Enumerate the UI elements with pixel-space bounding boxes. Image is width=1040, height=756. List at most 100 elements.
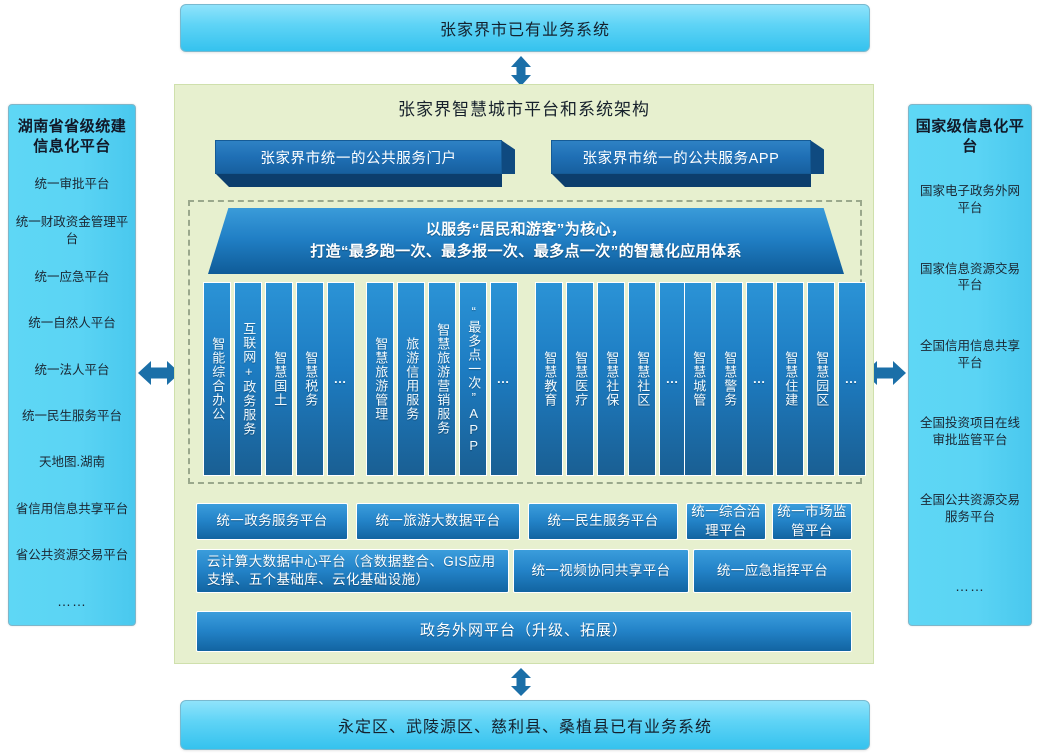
- left-rail-item[interactable]: 统一自然人平台: [28, 316, 116, 331]
- top-bar-label: 张家界市已有业务系统: [439, 22, 610, 39]
- app-column-label: 智慧旅游营销服务: [435, 323, 451, 435]
- core-slogan-banner: 以服务“居民和游客”为核心， 打造“最多跑一次、最多报一次、最多点一次”的智慧化…: [208, 208, 844, 274]
- app-column-label: 旅游信用服务: [404, 337, 420, 421]
- left-rail-item[interactable]: 统一财政资金管理平台: [15, 215, 129, 247]
- platform-统一视频协同共享平台[interactable]: 统一视频协同共享平台: [513, 549, 689, 593]
- left-rail-item[interactable]: 统一法人平台: [34, 362, 110, 377]
- platform-统一民生服务平台[interactable]: 统一民生服务平台: [528, 503, 678, 540]
- app-column-label: 互联网+政务服务: [241, 322, 257, 436]
- app-column-more-livelihood: …: [659, 282, 687, 476]
- app-column-label: 智慧医疗: [573, 351, 589, 407]
- app-column-智慧城管[interactable]: 智慧城管: [684, 282, 712, 476]
- right-rail-items: 国家电子政务外网平台 国家信息资源交易平台 全国信用信息共享平台 全国投资项目在…: [909, 162, 1031, 626]
- top-existing-systems-bar: 张家界市已有业务系统: [180, 4, 870, 52]
- center-panel-title: 张家界智慧城市平台和系统架构: [398, 100, 650, 119]
- arrow-top-vertical: [508, 56, 534, 86]
- portal-side-shade: [501, 140, 515, 174]
- left-rail-provincial-platform: 湖南省省级统建信息化平台 统一审批平台 统一财政资金管理平台 统一应急平台 统一…: [8, 104, 136, 626]
- public-service-app-button[interactable]: 张家界市统一的公共服务APP: [551, 140, 824, 187]
- left-rail-item[interactable]: 省公共资源交易平台: [15, 547, 129, 562]
- arrow-left-bidirectional: [138, 356, 180, 390]
- app-column-智慧教育[interactable]: 智慧教育: [535, 282, 563, 476]
- platform-label: 统一综合治理平台: [691, 504, 761, 538]
- app-column-智慧社区[interactable]: 智慧社区: [628, 282, 656, 476]
- portal-bottom-shade: [215, 173, 502, 187]
- app-column-智慧税务[interactable]: 智慧税务: [296, 282, 324, 476]
- platform-统一市场监管平台[interactable]: 统一市场监管平台: [772, 503, 852, 540]
- platform-统一旅游大数据平台[interactable]: 统一旅游大数据平台: [356, 503, 520, 540]
- app-column-label: 智慧警务: [722, 351, 738, 407]
- app-column-旅游信用服务[interactable]: 旅游信用服务: [397, 282, 425, 476]
- portal-label-face: 张家界市统一的公共服务APP: [551, 140, 811, 174]
- arrow-bottom-vertical: [508, 668, 534, 696]
- app-column-label: 智慧国土: [272, 351, 288, 407]
- app-column-label: …: [665, 370, 681, 386]
- left-rail-item[interactable]: 省信用信息共享平台: [15, 501, 129, 516]
- app-column-智慧社保[interactable]: 智慧社保: [597, 282, 625, 476]
- bottom-district-systems-bar: 永定区、武陵源区、慈利县、桑植县已有业务系统: [180, 700, 870, 750]
- app-column-more-government: …: [327, 282, 355, 476]
- app-column-more-governance: …: [746, 282, 774, 476]
- platform-label: 统一视频协同共享平台: [531, 562, 671, 578]
- platform-label: 政务外网平台（升级、拓展）: [419, 622, 628, 640]
- app-column-智慧警务[interactable]: 智慧警务: [715, 282, 743, 476]
- left-rail-title: 湖南省省级统建信息化平台: [17, 118, 127, 156]
- app-column-label: 智慧社保: [604, 351, 620, 407]
- banner-text-block: 以服务“居民和游客”为核心， 打造“最多跑一次、最多报一次、最多点一次”的智慧化…: [310, 219, 742, 263]
- app-column-label: …: [333, 370, 349, 386]
- left-rail-item[interactable]: 天地图.湖南: [39, 455, 105, 470]
- app-column-label: 智慧园区: [814, 351, 830, 407]
- app-column-智慧旅游管理[interactable]: 智慧旅游管理: [366, 282, 394, 476]
- app-column-label: …: [496, 370, 512, 386]
- app-column-最多点一次APP[interactable]: “最多点一次”APP: [459, 282, 487, 476]
- platform-统一应急指挥平台[interactable]: 统一应急指挥平台: [693, 549, 852, 593]
- platform-统一综合治理平台[interactable]: 统一综合治理平台: [686, 503, 766, 540]
- app-column-label: 智慧税务: [303, 351, 319, 407]
- public-service-portal-button[interactable]: 张家界市统一的公共服务门户: [215, 140, 515, 187]
- app-column-智慧医疗[interactable]: 智慧医疗: [566, 282, 594, 476]
- app-column-label: 智慧教育: [542, 351, 558, 407]
- bottom-bar-label: 永定区、武陵源区、慈利县、桑植县已有业务系统: [337, 719, 712, 736]
- platform-label: 统一市场监管平台: [777, 504, 847, 538]
- app-column-label: 智慧住建: [783, 351, 799, 407]
- app-column-智慧旅游营销服务[interactable]: 智慧旅游营销服务: [428, 282, 456, 476]
- app-column-智慧园区[interactable]: 智慧园区: [807, 282, 835, 476]
- app-column-label: 智能综合办公: [210, 337, 226, 421]
- app-column-label: 智慧城管: [691, 351, 707, 407]
- app-column-label: 智慧社区: [635, 351, 651, 407]
- app-column-more-tourism: …: [490, 282, 518, 476]
- portal-label-face: 张家界市统一的公共服务门户: [215, 140, 502, 174]
- app-column-互联网政务服务[interactable]: 互联网+政务服务: [234, 282, 262, 476]
- app-column-智慧国土[interactable]: 智慧国土: [265, 282, 293, 476]
- right-rail-national-platform: 国家级信息化平台 国家电子政务外网平台 国家信息资源交易平台 全国信用信息共享平…: [908, 104, 1032, 626]
- right-rail-item-more: ……: [955, 577, 985, 594]
- banner-line-2: 打造“最多跑一次、最多报一次、最多点一次”的智慧化应用体系: [310, 243, 742, 260]
- right-rail-item[interactable]: 国家电子政务外网平台: [919, 184, 1020, 216]
- platform-label: 云计算大数据中心平台（含数据整合、GIS应用支撑、五个基础库、云化基础设施）: [207, 553, 496, 587]
- right-rail-item[interactable]: 全国投资项目在线审批监管平台: [919, 416, 1020, 447]
- left-rail-item[interactable]: 统一应急平台: [34, 269, 110, 284]
- app-column-label: “最多点一次”APP: [466, 304, 482, 454]
- platform-label: 统一旅游大数据平台: [375, 513, 501, 529]
- left-rail-item[interactable]: 统一民生服务平台: [21, 408, 122, 423]
- platform-云计算大数据中心平台[interactable]: 云计算大数据中心平台（含数据整合、GIS应用支撑、五个基础库、云化基础设施）: [196, 549, 509, 593]
- left-rail-item-more: ……: [57, 593, 87, 610]
- portal-side-shade: [810, 140, 824, 174]
- app-column-智慧住建[interactable]: 智慧住建: [776, 282, 804, 476]
- app-column-智能综合办公[interactable]: 智能综合办公: [203, 282, 231, 476]
- right-rail-item[interactable]: 全国信用信息共享平台: [919, 338, 1020, 370]
- platform-label: 统一民生服务平台: [547, 513, 659, 529]
- right-rail-item[interactable]: 全国公共资源交易服务平台: [919, 493, 1020, 525]
- banner-line-1: 以服务“居民和游客”为核心，: [425, 221, 627, 239]
- left-rail-items: 统一审批平台 统一财政资金管理平台 统一应急平台 统一自然人平台 统一法人平台 …: [9, 162, 135, 626]
- app-column-label: …: [752, 370, 768, 386]
- right-rail-item[interactable]: 国家信息资源交易平台: [919, 261, 1020, 293]
- platform-政务外网平台[interactable]: 政务外网平台（升级、拓展）: [196, 611, 852, 652]
- platform-label: 统一应急指挥平台: [716, 562, 829, 578]
- platform-label: 统一政务服务平台: [216, 513, 328, 529]
- platform-统一政务服务平台[interactable]: 统一政务服务平台: [196, 503, 348, 540]
- left-rail-item[interactable]: 统一审批平台: [34, 177, 110, 192]
- right-rail-title: 国家级信息化平台: [915, 118, 1025, 156]
- app-column-label: …: [844, 370, 860, 386]
